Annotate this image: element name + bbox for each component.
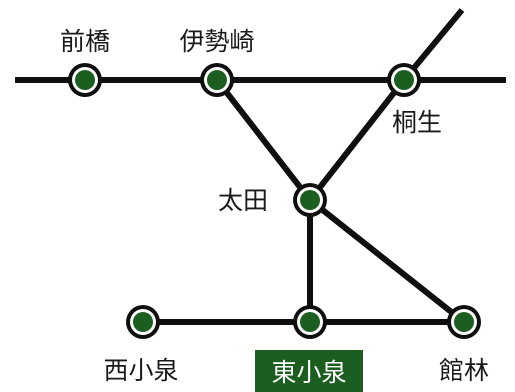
track-isesaki-ota xyxy=(214,78,313,202)
track-ota-tatebayashi xyxy=(308,197,466,325)
station-label-nishikoizumi: 西小泉 xyxy=(103,356,178,385)
station-label-ota: 太田 xyxy=(218,186,268,215)
station-label-kiryu: 桐生 xyxy=(392,108,442,137)
station-dot xyxy=(207,70,227,90)
station-marker-maebashi[interactable] xyxy=(68,63,102,97)
track-lines xyxy=(15,8,506,325)
station-marker-nishikoizumi[interactable] xyxy=(126,305,160,339)
station-dot xyxy=(133,312,153,332)
station-label-tatebayashi: 館林 xyxy=(439,356,489,385)
station-dot xyxy=(300,312,320,332)
station-marker-isesaki[interactable] xyxy=(200,63,234,97)
station-dot xyxy=(300,190,320,210)
station-dot xyxy=(394,70,414,90)
station-marker-tatebayashi[interactable] xyxy=(447,305,481,339)
station-markers xyxy=(68,63,481,339)
station-dot xyxy=(75,70,95,90)
station-marker-higashikoizumi[interactable] xyxy=(293,305,327,339)
station-label-higashikoizumi: 東小泉 xyxy=(271,358,346,387)
station-label-maebashi: 前橋 xyxy=(60,27,110,56)
station-marker-ota[interactable] xyxy=(293,183,327,217)
station-label-isesaki: 伊勢崎 xyxy=(179,27,254,56)
station-labels: 前橋 伊勢崎 桐生 太田 西小泉 東小泉 館林 xyxy=(60,27,489,392)
station-dot xyxy=(454,312,474,332)
track-kiryu-ota xyxy=(307,78,407,202)
station-marker-kiryu[interactable] xyxy=(387,63,421,97)
highlight-box-higashikoizumi xyxy=(255,350,363,392)
